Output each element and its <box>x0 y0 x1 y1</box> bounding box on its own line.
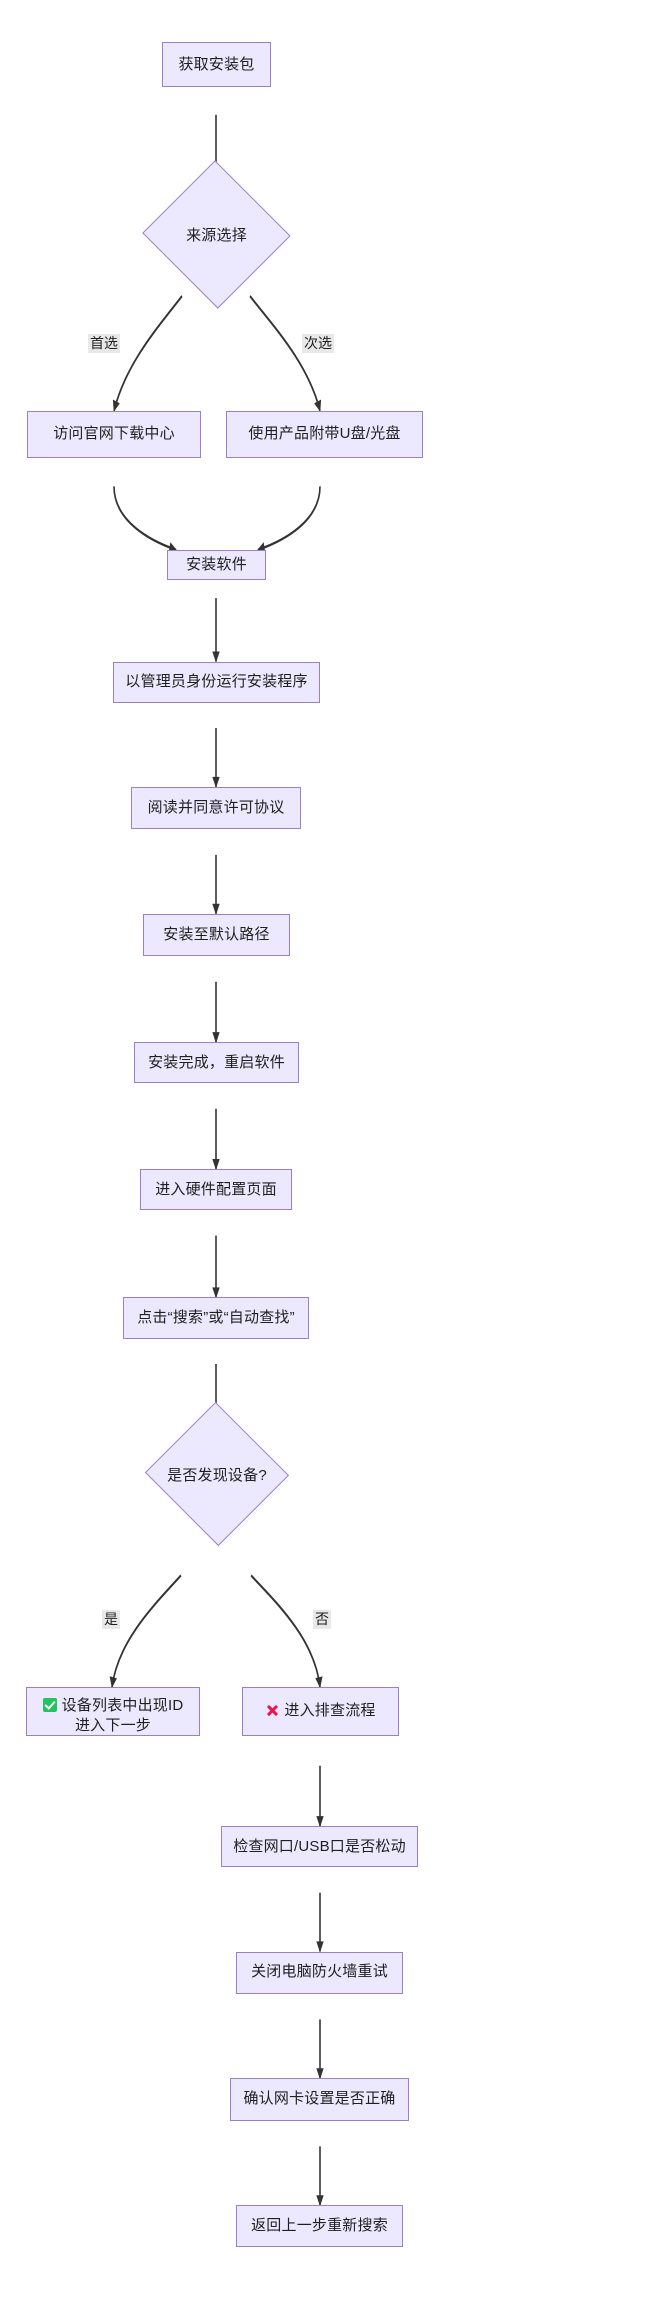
edge-n12-n14 <box>250 1574 323 1689</box>
cross-icon <box>265 1703 279 1717</box>
edge-n12-n13 <box>109 1574 182 1689</box>
node-label-wrap: 进入排查流程 <box>259 1701 381 1721</box>
node-label: 返回上一步重新搜索 <box>251 2217 388 2235</box>
node-install-software[interactable]: 安装软件 <box>167 549 266 580</box>
node-get-installer[interactable]: 获取安装包 <box>162 42 271 88</box>
node-device-id-listed[interactable]: 设备列表中出现ID 进入下一步 <box>26 1687 200 1736</box>
node-label: 来源选择 <box>186 226 247 244</box>
check-icon <box>42 1698 57 1713</box>
node-label: 安装至默认路径 <box>163 925 270 943</box>
edge-label-yes: 是 <box>102 1610 120 1629</box>
node-label-line-1: 设备列表中出现ID <box>27 1696 199 1716</box>
node-label: 进入排查流程 <box>284 1702 376 1720</box>
node-retry-search[interactable]: 返回上一步重新搜索 <box>236 2205 403 2248</box>
node-label: 确认网卡设置是否正确 <box>243 2090 396 2108</box>
node-default-path[interactable]: 安装至默认路径 <box>143 913 290 956</box>
node-use-bundled-media[interactable]: 使用产品附带U盘/光盘 <box>226 410 423 458</box>
node-click-search[interactable]: 点击“搜索”或“自动查找” <box>123 1297 309 1339</box>
node-visit-official-site[interactable]: 访问官网下载中心 <box>27 410 201 458</box>
node-label: 点击“搜索”或“自动查找” <box>137 1308 295 1326</box>
node-install-complete-restart[interactable]: 安装完成，重启软件 <box>134 1042 299 1084</box>
node-label: 检查网口/USB口是否松动 <box>233 1837 406 1855</box>
node-enter-troubleshooting[interactable]: 进入排查流程 <box>242 1687 399 1736</box>
node-hardware-config-page[interactable]: 进入硬件配置页面 <box>140 1169 292 1211</box>
node-label: 安装软件 <box>186 555 247 573</box>
edge-label-no: 否 <box>313 1610 331 1629</box>
node-check-ports[interactable]: 检查网口/USB口是否松动 <box>221 1826 418 1868</box>
edge-n3-n5 <box>113 486 177 553</box>
node-disable-firewall[interactable]: 关闭电脑防火墙重试 <box>236 1951 403 1994</box>
node-label: 以管理员身份运行安装程序 <box>125 673 308 691</box>
node-label: 设备列表中出现ID <box>61 1697 184 1715</box>
edge-n4-n5 <box>257 486 321 553</box>
node-label: 获取安装包 <box>178 55 255 73</box>
node-label: 访问官网下载中心 <box>53 425 175 443</box>
edge-n2-n3 <box>112 295 183 412</box>
node-label: 是否发现设备? <box>167 1466 267 1484</box>
edge-label-second-choice: 次选 <box>302 333 334 353</box>
edge-label-first-choice: 首选 <box>88 333 120 353</box>
node-source-choice[interactable]: 来源选择 <box>142 159 291 309</box>
node-accept-license[interactable]: 阅读并同意许可协议 <box>131 786 301 830</box>
node-label: 关闭电脑防火墙重试 <box>251 1963 388 1981</box>
node-label: 阅读并同意许可协议 <box>147 798 285 816</box>
node-label: 安装完成，重启软件 <box>148 1053 285 1071</box>
edge-n2-n4 <box>249 295 322 412</box>
node-verify-nic-settings[interactable]: 确认网卡设置是否正确 <box>230 2078 409 2121</box>
node-run-as-admin[interactable]: 以管理员身份运行安装程序 <box>113 661 320 703</box>
node-device-found-decision[interactable]: 是否发现设备? <box>144 1402 290 1547</box>
node-label: 使用产品附带U盘/光盘 <box>248 425 401 443</box>
node-label: 进入硬件配置页面 <box>155 1180 277 1198</box>
node-label-line-2: 进入下一步 <box>74 1717 151 1735</box>
